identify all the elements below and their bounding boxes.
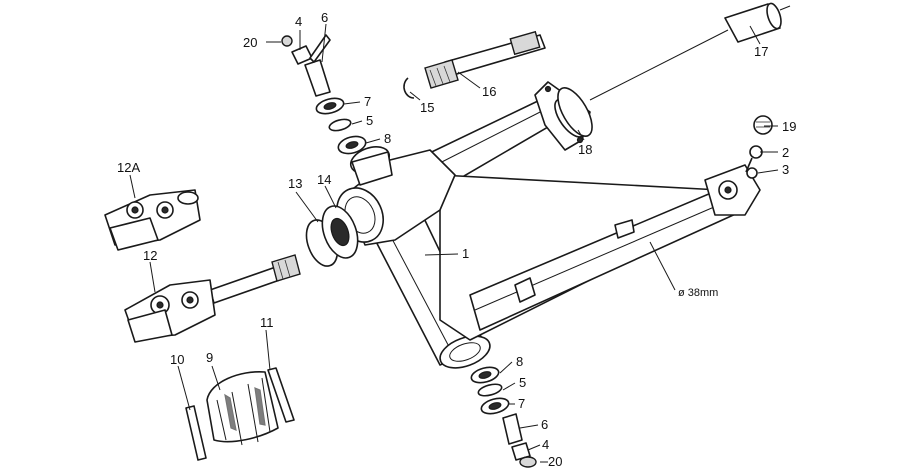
cap-part-20-bottom <box>519 456 537 468</box>
pivot-pin-part-6-bottom <box>502 413 523 445</box>
right-fastener-group <box>745 115 773 179</box>
callout-14: 14 <box>317 172 331 187</box>
universal-joint-part-12 <box>124 254 301 343</box>
callout-1: 1 <box>462 246 469 261</box>
callout-8-bottom: 8 <box>516 354 523 369</box>
callout-4-bottom: 4 <box>542 437 549 452</box>
upper-pivot-stack <box>281 34 367 155</box>
universal-joint-part-12a <box>104 189 201 251</box>
drive-shaft-part-16 <box>424 30 546 89</box>
circlip-part-15 <box>403 77 415 99</box>
clamp-part-11 <box>267 367 295 423</box>
callout-9: 9 <box>206 350 213 365</box>
callout-19: 19 <box>782 119 796 134</box>
callout-5-bottom: 5 <box>519 375 526 390</box>
cap-part-20-top <box>281 35 293 47</box>
washer-part-3 <box>746 167 758 179</box>
lower-pivot-stack <box>470 366 537 468</box>
callout-6-top: 6 <box>321 10 328 25</box>
callout-20-bottom: 20 <box>548 454 562 469</box>
washer-part-5-top <box>328 118 352 132</box>
sleeve-part-17 <box>724 2 791 43</box>
callout-13: 13 <box>288 176 302 191</box>
callout-10: 10 <box>170 352 184 367</box>
nut-part-4-bottom <box>511 442 531 461</box>
clamp-part-10 <box>185 405 207 461</box>
callout-12: 12 <box>143 248 157 263</box>
callout-16: 16 <box>482 84 496 99</box>
callout-7-top: 7 <box>364 94 371 109</box>
callout-15: 15 <box>420 100 434 115</box>
callout-3: 3 <box>782 162 789 177</box>
callout-8-top: 8 <box>384 131 391 146</box>
callout-labels: 1 2 3 4 4 5 5 6 6 7 7 8 8 9 10 11 12 12A… <box>117 10 796 469</box>
o-ring-part-18 <box>557 87 593 137</box>
callout-18: 18 <box>578 142 592 157</box>
rubber-boot-part-9 <box>206 371 279 446</box>
cap-part-19 <box>753 115 773 135</box>
washer-part-5-bottom <box>477 383 503 397</box>
callout-7-bottom: 7 <box>518 396 525 411</box>
callout-5-top: 5 <box>366 113 373 128</box>
swing-arm-part-1 <box>336 81 761 369</box>
callout-2: 2 <box>782 145 789 160</box>
dimension-tube-diameter: ø 38mm <box>678 287 718 299</box>
bearing-group-13-14 <box>305 205 359 267</box>
callout-20-top: 20 <box>243 35 257 50</box>
callout-6-bottom: 6 <box>541 417 548 432</box>
nut-part-4-top <box>291 45 313 65</box>
callout-17: 17 <box>754 44 768 59</box>
callout-12a: 12A <box>117 160 140 175</box>
callout-4-top: 4 <box>295 14 302 29</box>
leader-lines <box>129 23 779 463</box>
pivot-pin-part-6-top <box>304 59 331 97</box>
callout-11: 11 <box>260 315 274 330</box>
